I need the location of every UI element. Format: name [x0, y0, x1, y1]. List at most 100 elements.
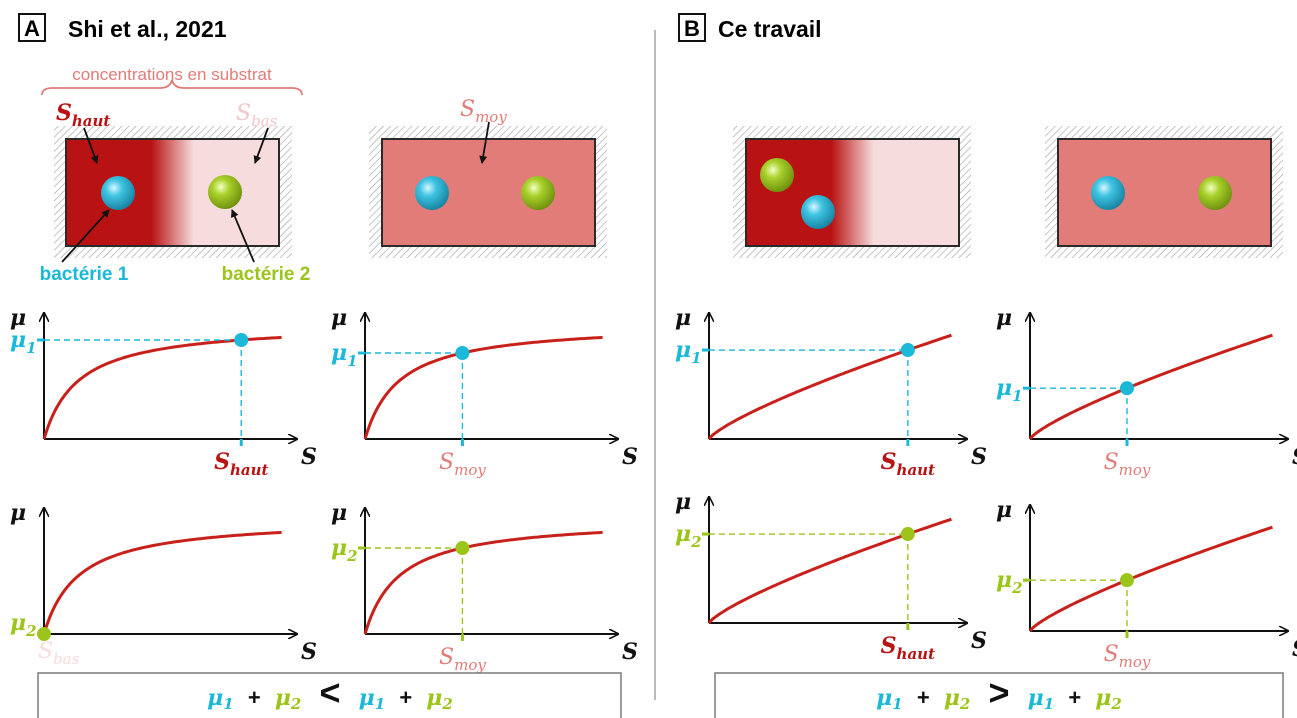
plot-a4-growth-curve — [363, 530, 603, 635]
plot-a1-mu-tick-label: μ1 — [10, 327, 37, 357]
plot-a2-rate-marker — [455, 345, 470, 360]
panel-a-title: Shi et al., 2021 — [68, 16, 227, 42]
plot-a1-rate-marker — [234, 332, 249, 347]
s-moy-label: Smoy — [460, 97, 507, 126]
summary-b-mu2b: μ2 — [1095, 685, 1122, 713]
summary-b-relation: > — [988, 672, 1009, 713]
plot-b3-mu-tick-label: μ2 — [675, 521, 702, 551]
plot-b3-y-label: μ — [675, 489, 691, 515]
panel-b-header: B Ce travail — [678, 13, 822, 42]
summary-b-mu1: μ1 — [876, 685, 903, 713]
plot-b3-x-label: S — [971, 628, 987, 654]
plot-b4-growth-curve — [1028, 525, 1273, 632]
plot-a2-s-tick-label: Smoy — [439, 450, 486, 479]
plot-b3-growth-curve — [707, 517, 952, 624]
substrate-gradient-box-b — [745, 138, 960, 247]
plot-a2-x-label: S — [622, 444, 638, 470]
plot-a1-y-label: μ — [10, 305, 26, 331]
summary-a-plus1: + — [248, 685, 261, 710]
plot-b1-mu-tick-label: μ1 — [675, 337, 702, 367]
summary-a-mu1: μ1 — [207, 685, 234, 713]
plot-a3-y-label: μ — [10, 500, 26, 526]
summary-a-plus2: + — [399, 685, 412, 710]
plot-a3-x-label: S — [301, 639, 317, 665]
plot-b1-rate-marker — [900, 343, 915, 358]
plot-b2-s-tick-label: Smoy — [1104, 450, 1151, 479]
summary-a-relation: < — [319, 672, 340, 713]
plot-b3-rate-marker — [900, 527, 915, 542]
summary-a-mu1b: μ1 — [359, 685, 386, 713]
summary-equation-a: μ1 + μ2 < μ1 + μ2 — [207, 672, 453, 714]
bacteria-2-ball-mixed-b — [1198, 176, 1232, 210]
panel-b-letter: B — [684, 16, 700, 41]
plot-a3-s-tick-label: Sbas — [38, 639, 80, 668]
summary-box-a — [37, 672, 622, 718]
bacteria-2-ball-b — [760, 158, 794, 192]
arrow-s-moy — [479, 121, 490, 164]
plot-a2-mu-tick-label: μ1 — [331, 340, 358, 370]
plot-b1-growth-curve — [707, 333, 952, 440]
plot-b2-rate-marker — [1120, 381, 1134, 396]
arrow-bacteria-1 — [61, 209, 110, 263]
plot-a2-growth-curve — [363, 335, 603, 440]
arrow-s-bas — [253, 127, 269, 164]
plot-b2-y-label: μ — [996, 305, 1012, 331]
s-bas-label: Sbas — [236, 101, 278, 130]
summary-b-mu1b: μ1 — [1028, 685, 1055, 713]
plot-b1-s-tick-label: Shaut — [881, 449, 935, 479]
plot-a3-rate-marker — [37, 627, 51, 641]
s-haut-label: Shaut — [56, 100, 110, 130]
plot-a3-mu-tick-label: μ2 — [10, 610, 37, 640]
plot-a2-y-label: μ — [331, 305, 347, 331]
bacteria-2-label: bactérie 2 — [222, 264, 311, 285]
plot-b4-x-label: S — [1292, 636, 1297, 662]
plot-b4-rate-marker — [1120, 573, 1134, 588]
summary-box-b — [714, 672, 1284, 718]
plot-b2-x-label: S — [1292, 444, 1297, 470]
summary-b-plus1: + — [917, 685, 930, 710]
plot-b4-y-label: μ — [996, 497, 1012, 523]
bacteria-1-ball-mixed-b — [1091, 176, 1125, 210]
bacteria-1-ball-b — [801, 195, 835, 229]
plot-b2-growth-curve — [1028, 333, 1273, 440]
plot-a4-y-label: μ — [331, 500, 347, 526]
panel-b-letter-box — [678, 13, 706, 42]
plot-a4-s-tick-label: Smoy — [439, 645, 486, 674]
substrate-uniform-box-b — [1057, 138, 1272, 247]
plot-b3-s-tick-label: Shaut — [881, 633, 935, 663]
panel-b-title: Ce travail — [718, 16, 822, 42]
bacteria-2-ball-mixed-a — [521, 176, 555, 210]
plot-a4-x-label: S — [622, 639, 638, 665]
panel-a-letter-box — [18, 13, 46, 42]
growth-plots: μSμ1ShautμSμ1SmoyμSμ2SbasμSμ2SmoyμSμ1Sha… — [10, 305, 1297, 674]
panel-a-header: A Shi et al., 2021 — [18, 13, 227, 42]
bacteria-1-ball-mixed-a — [415, 176, 449, 210]
plot-b4-mu-tick-label: μ2 — [996, 567, 1023, 597]
summary-a-mu2: μ2 — [275, 685, 302, 713]
summary-b-plus2: + — [1068, 685, 1081, 710]
bacteria-1-ball — [101, 176, 135, 210]
plot-a4-rate-marker — [455, 540, 470, 555]
plot-a1-growth-curve — [42, 335, 282, 440]
plot-b4-s-tick-label: Smoy — [1104, 642, 1151, 671]
plot-a1-x-label: S — [301, 444, 317, 470]
substrate-gradient-box-a — [65, 138, 280, 247]
arrow-s-haut — [83, 127, 99, 164]
bacteria-1-label: bactérie 1 — [40, 264, 129, 285]
substrate-uniform-box-a — [381, 138, 596, 247]
plot-a1-s-tick-label: Shaut — [214, 449, 268, 479]
panel-a-letter: A — [24, 16, 40, 41]
brace — [41, 79, 303, 96]
summary-equation-b: μ1 + μ2 > μ1 + μ2 — [876, 672, 1122, 714]
plot-b1-x-label: S — [971, 444, 987, 470]
summary-b-mu2: μ2 — [944, 685, 971, 713]
plot-b2-mu-tick-label: μ1 — [996, 375, 1023, 405]
plot-a4-mu-tick-label: μ2 — [331, 535, 358, 565]
plot-a3-growth-curve — [42, 530, 282, 635]
arrow-bacteria-2 — [231, 209, 255, 263]
brace-label: concentrations en substrat — [72, 65, 272, 84]
bacteria-2-ball — [208, 175, 242, 209]
plot-b1-y-label: μ — [675, 305, 691, 331]
summary-a-mu2b: μ2 — [426, 685, 453, 713]
